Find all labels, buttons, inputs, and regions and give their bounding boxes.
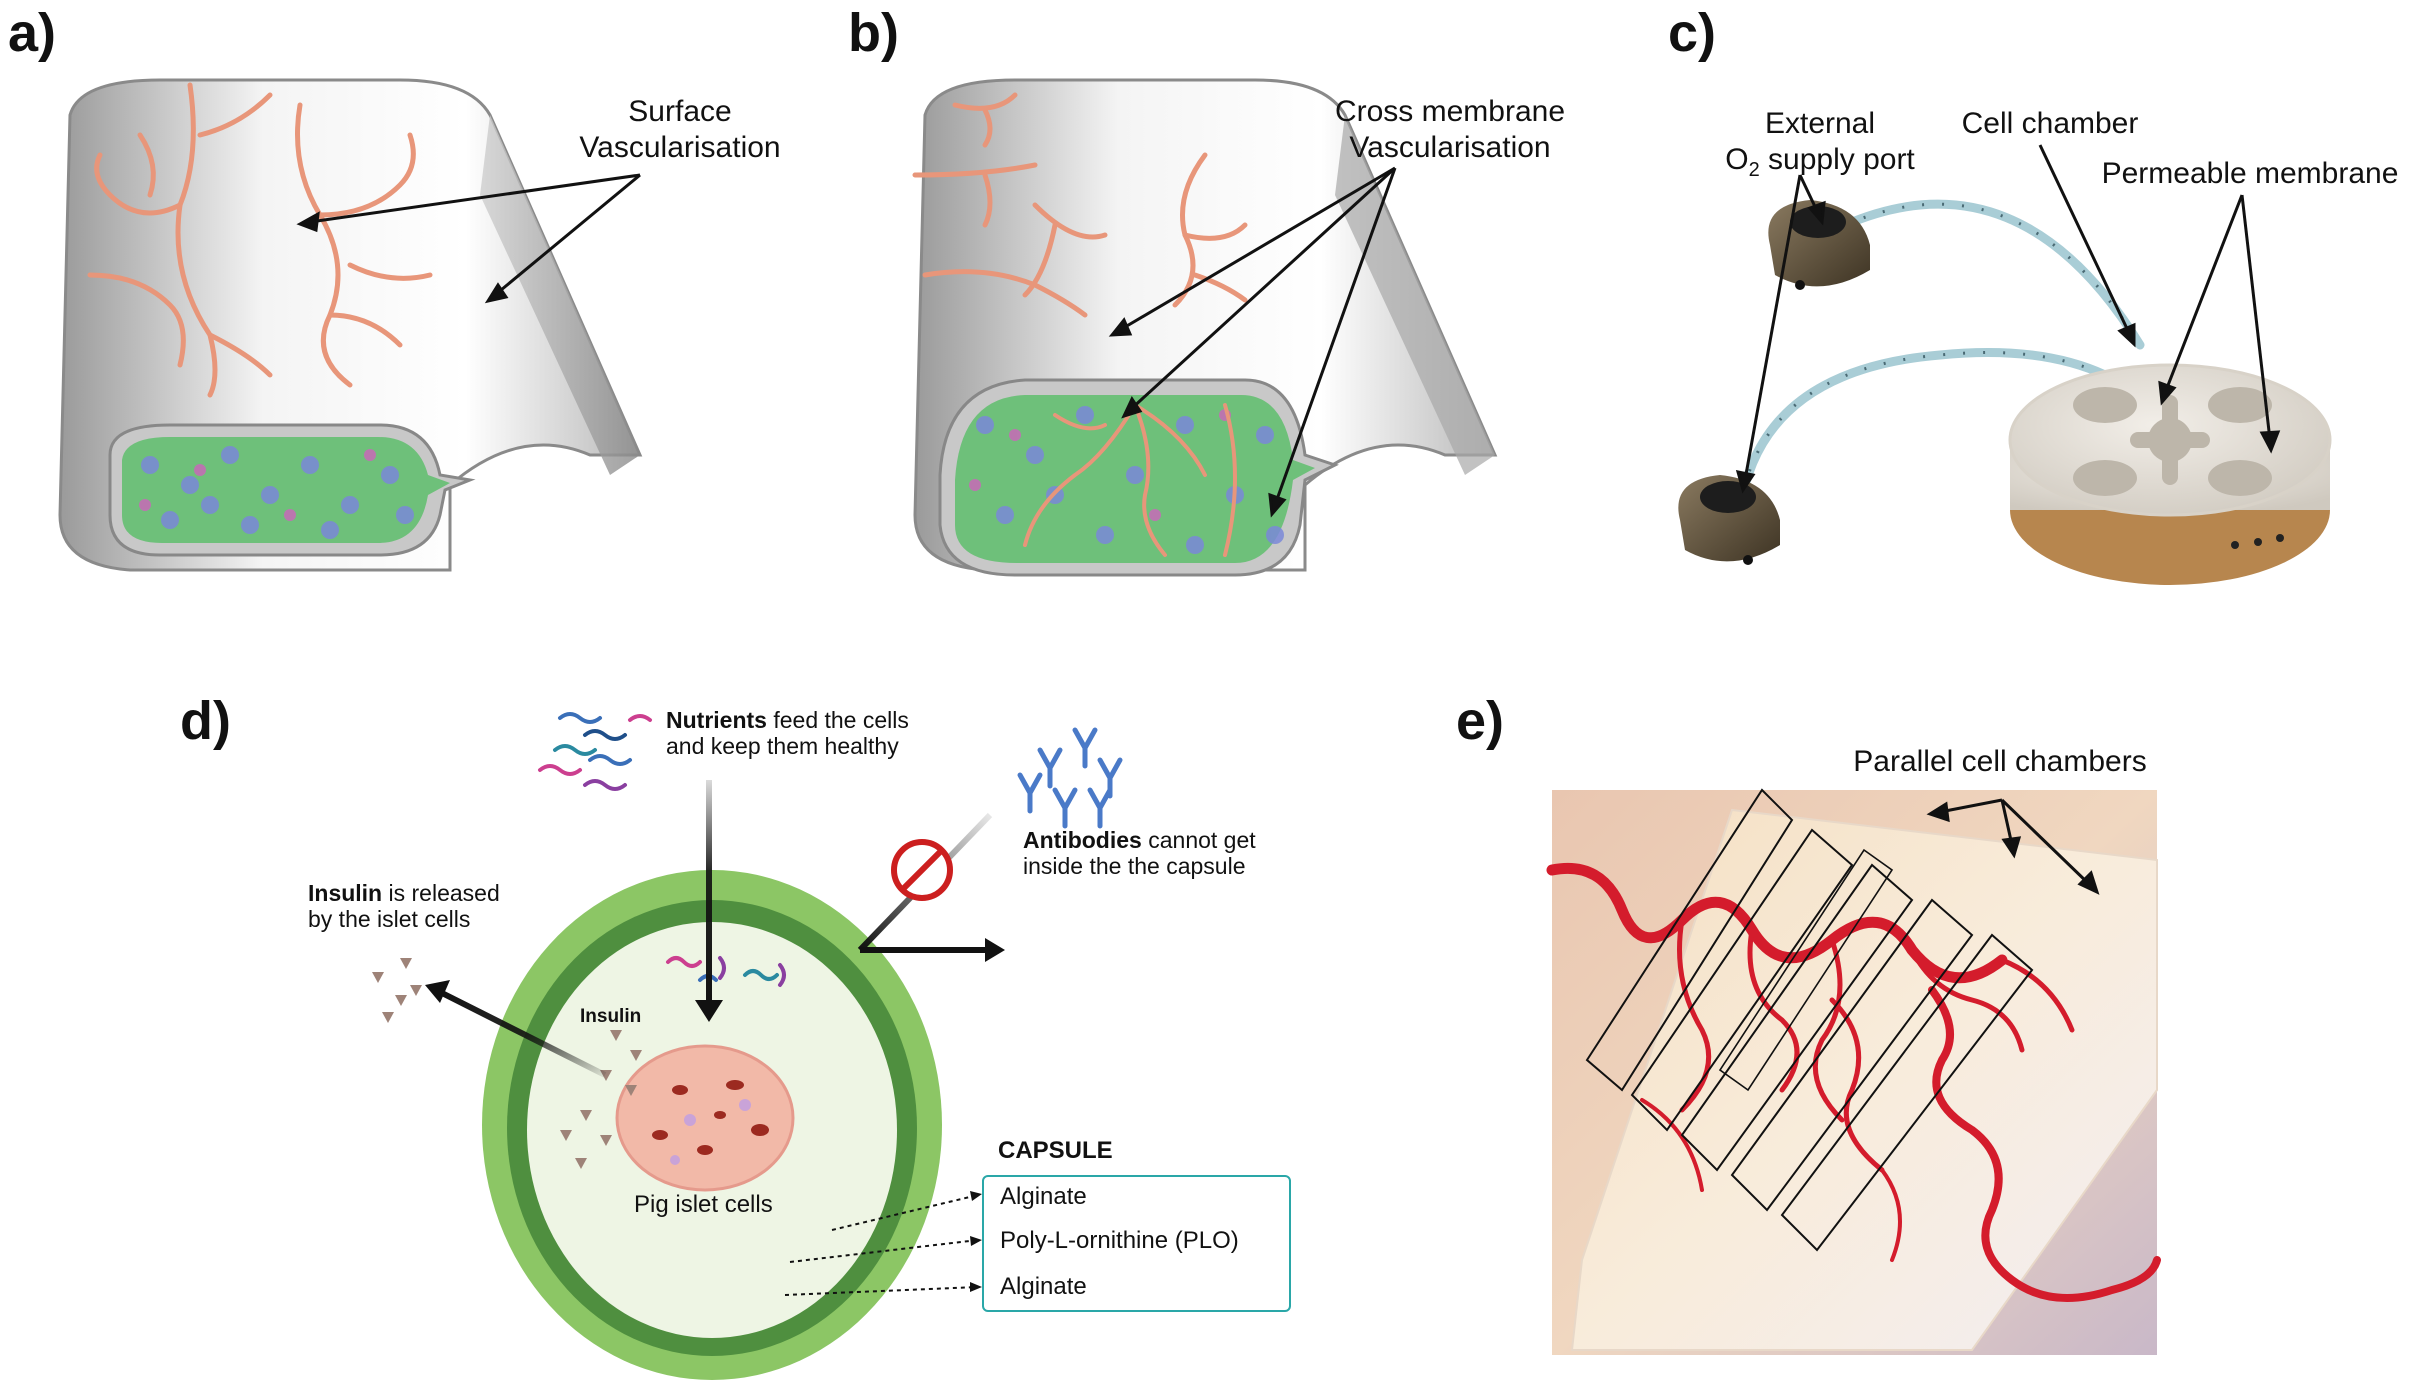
panel-c-letter: c): [1668, 3, 1717, 63]
panel-c-o2-label: External O2 supply port: [1690, 106, 1950, 188]
insulin-rest: is released: [382, 880, 500, 906]
o2-prefix: O: [1725, 143, 1749, 176]
insulin-line2: by the islet cells: [308, 906, 471, 932]
panel-b-device-illustration: [912, 78, 1498, 577]
antibodies-line1: Antibodies cannot get: [1023, 827, 1343, 853]
insulin-bold: Insulin: [308, 880, 383, 906]
panel-a-label: Surface Vascularisation: [560, 94, 800, 166]
panel-d-letter: d): [180, 691, 231, 751]
panel-b-label: Cross membrane Vascularisation: [1300, 94, 1600, 166]
panel-b-label-line1: Cross membrane: [1334, 95, 1566, 128]
nutrients-line1: Nutrients feed the cells: [666, 707, 966, 733]
o2-subscript: 2: [1748, 159, 1760, 181]
antibodies-rest: cannot get: [1141, 827, 1256, 853]
antibodies-line2: inside the the capsule: [1023, 853, 1246, 879]
capsule-layers-box: Alginate Poly-L-ornithine (PLO) Alginate: [982, 1175, 1291, 1312]
panel-e-letter: e): [1456, 691, 1505, 751]
nutrients-line2: and keep them healthy: [666, 733, 899, 759]
panel-c-membrane-label: Permeable membrane: [2101, 157, 2399, 190]
panel-b-letter: b): [848, 3, 899, 63]
panel-a-label-line1: Surface: [628, 95, 732, 128]
o2-suffix: supply port: [1759, 143, 1915, 176]
panel-c-cell-chamber-label: Cell chamber: [1961, 107, 2139, 140]
nutrients-rest: feed the cells: [766, 707, 909, 733]
panel-b-label-line2: Vascularisation: [1349, 131, 1551, 164]
capsule-title: CAPSULE: [998, 1137, 1113, 1164]
nutrients-bold: Nutrients: [666, 707, 767, 733]
panel-d-antibodies-label: Antibodies cannot get inside the the cap…: [1023, 827, 1343, 879]
panel-d-insulin-inner-label: Insulin: [580, 1006, 642, 1027]
panel-d-insulin-label: Insulin is released by the islet cells: [308, 880, 568, 932]
panel-a-letter: a): [8, 3, 57, 63]
capsule-layer-3: Alginate: [1000, 1273, 1087, 1300]
antibodies-bold: Antibodies: [1023, 827, 1142, 853]
panel-a-label-line2: Vascularisation: [579, 131, 781, 164]
panel-e-device-photo: [1546, 788, 2161, 1355]
insulin-line1: Insulin is released: [308, 880, 568, 906]
panel-d-nutrients-label: Nutrients feed the cells and keep them h…: [666, 707, 966, 759]
panel-c-o2-label-line2: O2 supply port: [1690, 142, 1950, 188]
capsule-layer-2: Poly-L-ornithine (PLO): [1000, 1227, 1239, 1254]
panel-e-label: Parallel cell chambers: [1853, 745, 2147, 778]
capsule-layer-1: Alginate: [1000, 1183, 1087, 1210]
panel-a-device-illustration: [58, 78, 643, 572]
panel-c-o2-label-line1: External: [1764, 107, 1876, 140]
panel-d-islet-label: Pig islet cells: [634, 1191, 773, 1218]
